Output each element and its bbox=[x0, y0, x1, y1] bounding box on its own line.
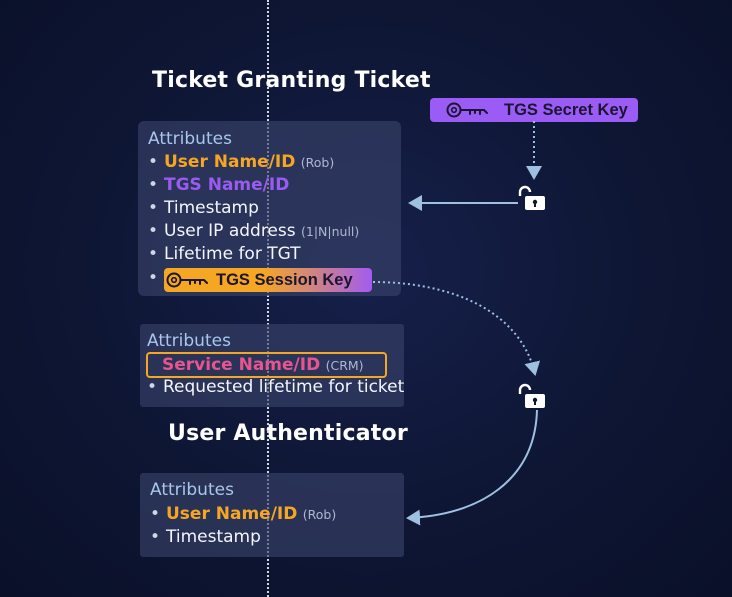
center-divider bbox=[267, 0, 269, 597]
authenticator-item-timestamp: •Timestamp bbox=[150, 527, 261, 547]
decrypt-authenticator-arrow bbox=[406, 409, 538, 526]
service-attributes-header: Attributes bbox=[147, 331, 231, 351]
tgs-session-key-pill: TGS Session Key bbox=[164, 268, 372, 292]
key-icon bbox=[166, 272, 208, 288]
authenticator-card: Attributes •User Name/ID (Rob) •Timestam… bbox=[140, 473, 404, 557]
tgt-item-tgs-name: •TGS Name/ID bbox=[148, 175, 290, 195]
tgt-item-username: •User Name/ID (Rob) bbox=[148, 152, 335, 172]
service-item-name: Service Name/ID (CRM) bbox=[162, 355, 364, 375]
tgt-item-timestamp: •Timestamp bbox=[148, 198, 259, 218]
tgs-secret-key-pill: TGS Secret Key bbox=[430, 98, 638, 122]
service-name-highlight bbox=[146, 352, 387, 378]
unlocked-padlock-icon bbox=[518, 185, 545, 210]
tgt-title: Ticket Granting Ticket bbox=[152, 68, 431, 93]
tgs-secret-key-label: TGS Secret Key bbox=[504, 100, 628, 119]
authenticator-item-username: •User Name/ID (Rob) bbox=[150, 504, 337, 524]
service-item-lifetime: •Requested lifetime for ticket bbox=[147, 377, 405, 397]
tgt-item-ip-address: •User IP address (1|N|null) bbox=[148, 221, 360, 241]
service-request-card: Attributes Service Name/ID (CRM) •Reques… bbox=[140, 324, 404, 407]
key-icon bbox=[446, 102, 488, 118]
tgt-card: Attributes •User Name/ID (Rob) •TGS Name… bbox=[138, 121, 401, 296]
tgt-attributes-header: Attributes bbox=[148, 129, 232, 149]
unlocked-padlock-icon bbox=[518, 383, 545, 408]
tgt-item-session-key-bullet: • bbox=[148, 268, 159, 288]
authenticator-attributes-header: Attributes bbox=[150, 480, 234, 500]
tgt-item-lifetime: •Lifetime for TGT bbox=[148, 244, 301, 264]
authenticator-title: User Authenticator bbox=[168, 421, 408, 446]
tgs-session-key-label: TGS Session Key bbox=[216, 270, 353, 289]
session-key-arrow bbox=[372, 281, 541, 376]
